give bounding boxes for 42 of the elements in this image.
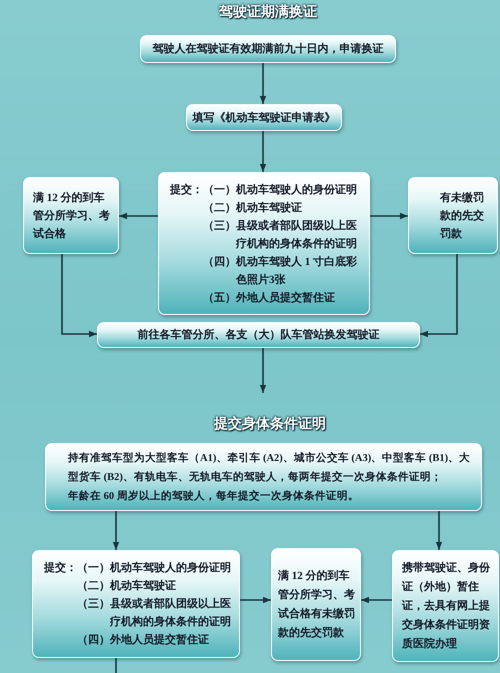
diagram-title: 驾驶证期满换证 <box>219 4 317 22</box>
arrow <box>240 596 271 604</box>
arrow <box>370 212 408 220</box>
process-box <box>140 35 396 63</box>
arrow <box>420 254 458 338</box>
process-box <box>23 177 119 254</box>
process-box <box>45 443 482 511</box>
arrow <box>119 212 158 220</box>
step-text: 填写《机动车驾驶证申请表》 <box>192 110 336 126</box>
arrow <box>112 511 120 550</box>
process-box <box>97 322 420 348</box>
arrow <box>260 131 266 172</box>
list-item: （三）县级或者部队团级以上医疗机构的身体条件的证明 <box>77 596 232 630</box>
list-item: 提交：（一）机动车驾驶人的身份证明 <box>170 182 358 198</box>
list-item: （四）外地人员提交暂住证 <box>77 632 210 648</box>
arrow <box>260 63 266 104</box>
process-box <box>408 177 498 254</box>
process-box <box>158 172 370 315</box>
requirement-text: 持有准驾车型为大型客车（A1)、牵引车 (A2)、城市公交车 (A3)、中型客车 (B1)、大型货车 (B2)、有轨电车、无轨电车的驾驶人，每两年提交一次身体条件证明； <box>68 450 472 484</box>
list-item: （四）机动车驾驶人 1 寸白底彩色照片3张 <box>203 254 358 288</box>
step-text: 满 12 分的到车管分所学习、考试合格 <box>33 190 111 242</box>
list-item: 提交：（一）机动车驾驶人的身份证明 <box>44 560 232 576</box>
step-text: 满 12 分的到车管分所学习、考试合格有未缴罚款的先交罚款 <box>278 568 356 640</box>
list-item: （五）外地人员提交暂住证 <box>203 290 336 306</box>
list-item: （二）机动车驾驶证 <box>77 578 177 594</box>
list-item: （三）县级或者部队团级以上医疗机构的身体条件的证明 <box>203 218 358 252</box>
arrow <box>361 596 392 604</box>
arrow <box>260 348 266 393</box>
step-text: 前往各车管分所、各支（大）队车管站换发驾驶证 <box>138 328 380 343</box>
requirement-text: 年龄在 60 周岁以上的驾驶人，每年提交一次身体条件证明。 <box>68 488 360 504</box>
process-box <box>186 104 342 131</box>
process-box <box>32 550 240 658</box>
arrow <box>436 511 442 550</box>
arrow <box>61 254 97 338</box>
step-text: 有未缴罚款的先交罚款 <box>440 190 485 242</box>
process-box <box>271 548 361 661</box>
connector-line <box>115 658 117 673</box>
section-heading: 提交身体条件证明 <box>214 416 326 434</box>
list-item: （二）机动车驾驶证 <box>203 200 303 216</box>
step-text: 携带驾驶证、身份证（外地）暂住证，去具有网上提交身体条件证明资质医院办理 <box>402 560 491 652</box>
process-box <box>392 550 499 662</box>
step-text: 驾驶人在驾驶证有效期满前九十日内，申请换证 <box>152 42 384 57</box>
